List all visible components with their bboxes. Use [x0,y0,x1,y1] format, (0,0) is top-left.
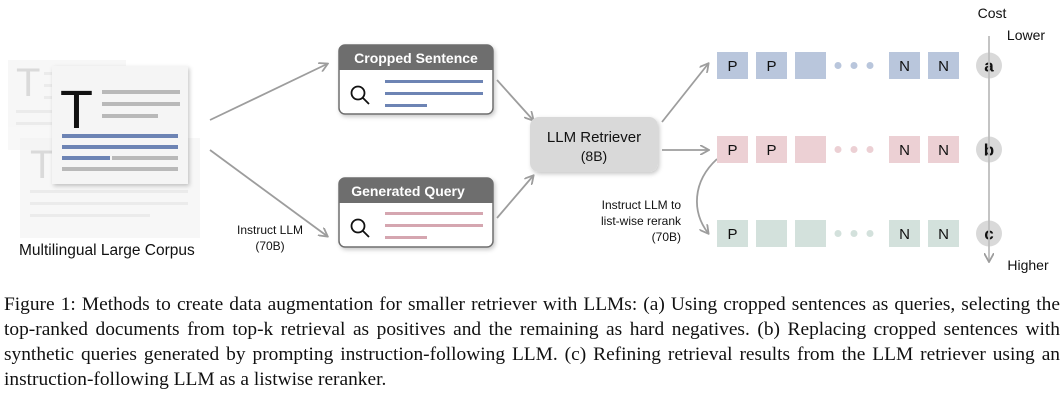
text-line [102,102,180,106]
ellipsis-dot [866,230,874,237]
result-cell-label: N [899,142,910,159]
ellipsis-dot [866,146,874,153]
generated-query-header [339,178,493,203]
query-line [385,224,483,227]
corpus-front-document [52,66,188,184]
corpus-front-letter: T [60,80,93,140]
text-line [112,156,178,160]
corpus-label: Multilingual Large Corpus [19,242,195,259]
result-cell [756,52,787,79]
instruct-llm-label-line2: (70B) [255,239,284,253]
query-line [385,104,427,107]
magnifier-icon [350,85,370,105]
result-cell [928,52,959,79]
rerank-label-line2: list-wise rerank [601,214,682,228]
ellipsis-dot [850,230,858,237]
ellipsis-dot [834,146,842,153]
arrow-generated-to-retriever [496,176,533,219]
figure-label: Figure 1: [4,294,76,315]
result-cell [889,52,920,79]
generated-query-title: Generated Query [351,183,465,199]
text-line [102,90,180,94]
result-cell-label: N [938,226,949,243]
arrow-cropped-to-retriever [496,79,533,120]
corpus-front-document-content: T [60,80,180,171]
generated-query-box: Generated Query [338,177,494,248]
corpus-back-letter: T [30,143,54,187]
query-line [385,236,427,239]
query-line [385,212,483,215]
arrow-row-b-to-row-c [696,158,718,233]
result-cell-label: P [727,226,737,243]
cost-axis-higher: Higher [1007,257,1049,273]
text-line [62,167,178,171]
query-line [385,80,483,83]
result-cell-label: P [727,142,737,159]
result-cell-label: P [766,58,776,75]
result-cell [795,52,826,79]
ellipsis-dot [834,230,842,237]
cropped-sentence-title: Cropped Sentence [354,50,478,66]
ellipsis-dot [834,62,842,69]
result-cell [717,52,748,79]
result-cell [717,220,748,247]
result-cell-label: P [727,58,737,75]
result-cell-label: P [766,142,776,159]
instruct-llm-label-line1: Instruct LLM [237,223,303,237]
cost-axis-lower: Lower [1007,27,1045,43]
magnifier-icon [350,218,370,238]
highlight-line [62,156,110,160]
result-cell [795,136,826,163]
llm-retriever-box: LLM Retriever (8B) [530,117,658,172]
result-cell [756,220,787,247]
result-rows: PPNNaPPNNbPNNc [717,52,1002,247]
corpus-back-letter: T [16,61,40,105]
rerank-label-line3: (70B) [652,230,681,244]
result-cell [717,136,748,163]
arrow-to-generated [209,149,327,236]
ellipsis-dot [850,146,858,153]
corpus-document-stack: T T T [8,60,200,238]
result-row-b: PPNNb [717,136,1002,163]
result-cell [756,136,787,163]
result-row-a: PPNNa [717,52,1002,79]
cropped-sentence-header [339,45,493,70]
result-cell-label: N [899,226,910,243]
diagram: T T T [8,5,1049,273]
arrow-to-cropped [209,64,327,121]
cost-axis: Cost Lower Higher [978,5,1049,273]
rerank-label-line1: Instruct LLM to [602,198,682,212]
highlight-line [62,134,178,138]
ellipsis-dot [850,62,858,69]
result-cell [928,220,959,247]
result-cell-label: N [938,58,949,75]
result-cell [928,136,959,163]
arrow-retriever-to-row-a [661,64,708,123]
highlight-line [62,145,178,149]
result-cell [889,136,920,163]
llm-retriever-name: LLM Retriever [547,129,641,146]
ellipsis-dot [866,62,874,69]
figure-caption: Figure 1: Methods to create data augment… [4,292,1060,392]
caption-text: Methods to create data augmentation for … [4,294,1060,390]
text-line [102,114,158,118]
result-cell [795,220,826,247]
cost-axis-title: Cost [978,5,1007,21]
llm-retriever-size: (8B) [581,148,607,164]
result-cell-label: N [938,142,949,159]
result-cell-label: N [899,58,910,75]
result-cell [889,220,920,247]
query-line [385,92,483,95]
cropped-sentence-box: Cropped Sentence [338,44,494,115]
result-row-c: PNNc [717,220,1002,247]
